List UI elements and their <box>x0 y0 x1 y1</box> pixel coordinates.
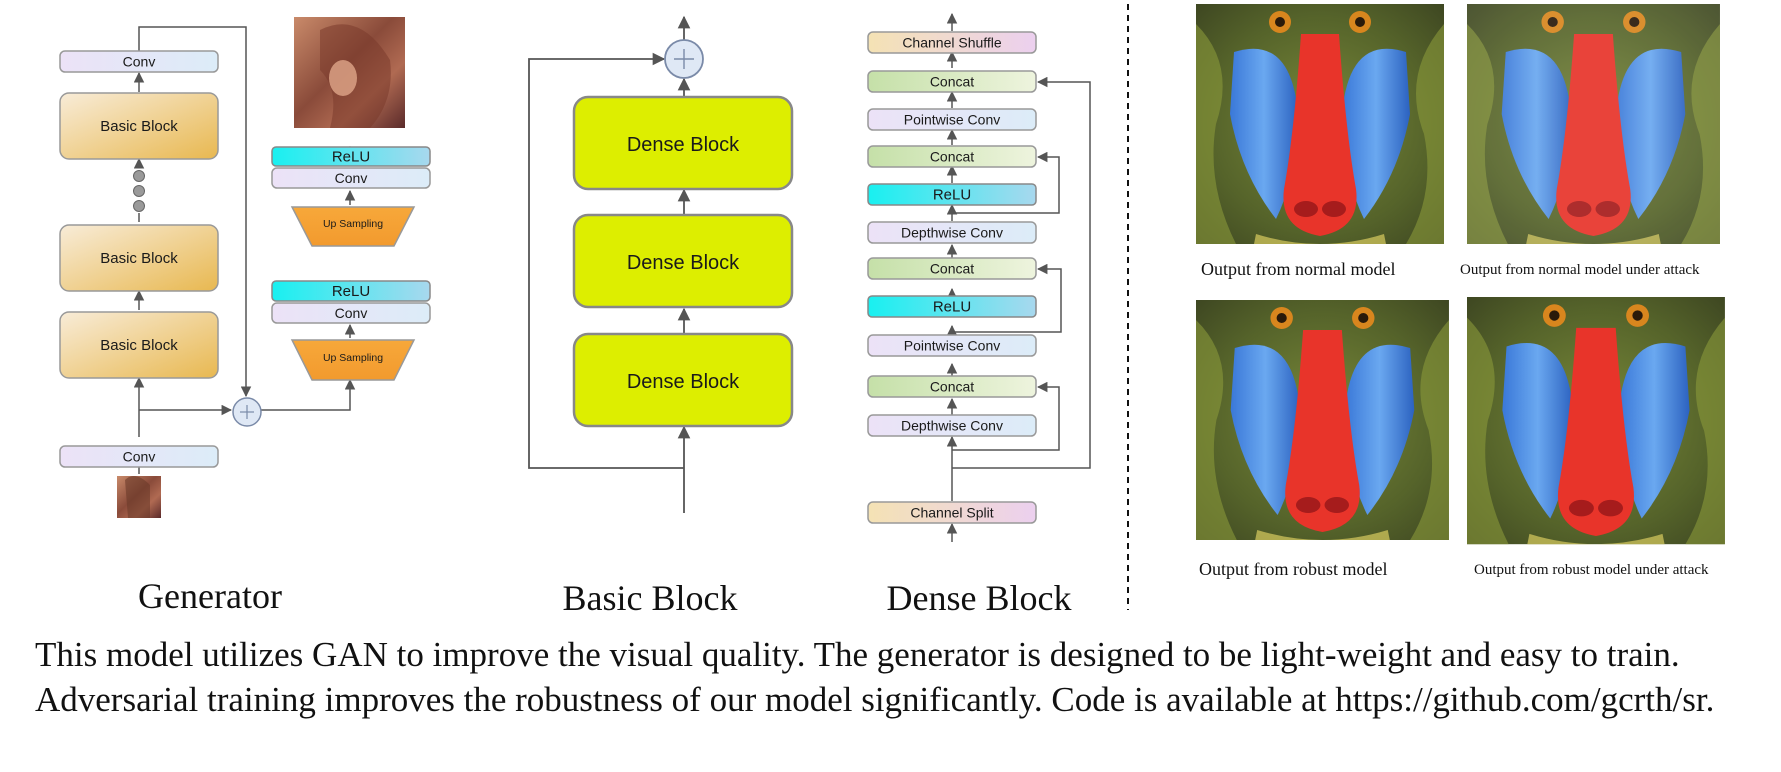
svg-text:ReLU: ReLU <box>332 149 370 166</box>
dense-concat: Concat <box>867 145 1037 168</box>
svg-text:Basic Block: Basic Block <box>100 250 178 267</box>
dense-channel-split: Channel Split <box>867 501 1037 524</box>
svg-text:Basic Block: Basic Block <box>100 118 178 135</box>
svg-text:Conv: Conv <box>123 449 156 465</box>
skip-connection <box>952 76 1091 469</box>
ellipsis-dots <box>133 170 145 212</box>
svg-text:Pointwise Conv: Pointwise Conv <box>904 112 1001 128</box>
skip-connection <box>952 381 1060 451</box>
gen-basic-block: Basic Block <box>59 224 219 292</box>
svg-text:Up Sampling: Up Sampling <box>323 218 383 230</box>
svg-text:Conv: Conv <box>335 170 368 186</box>
dense-relu: ReLU <box>867 295 1037 318</box>
svg-text:Basic Block: Basic Block <box>100 337 178 354</box>
dense-concat: Concat <box>867 257 1037 280</box>
svg-text:Concat: Concat <box>930 149 974 165</box>
svg-text:Depthwise Conv: Depthwise Conv <box>901 418 1003 434</box>
connector-arrow <box>261 378 356 411</box>
generator-panel: Conv Basic Block Basic Block Basic Block… <box>59 17 431 616</box>
skip-connection <box>952 151 1060 214</box>
skip-connection <box>138 26 252 398</box>
dense-concat: Concat <box>867 70 1037 93</box>
svg-text:ReLU: ReLU <box>933 187 971 204</box>
svg-text:Channel Split: Channel Split <box>910 505 993 521</box>
gen-relu: ReLU <box>271 280 431 302</box>
dense-block-title: Dense Block <box>887 578 1072 618</box>
adder-node <box>232 397 262 427</box>
gen-relu: ReLU <box>271 146 431 167</box>
svg-text:Depthwise Conv: Depthwise Conv <box>901 225 1003 241</box>
label-normal-output: Output from normal model <box>1201 259 1395 279</box>
dense-block-panel: Channel Shuffle Concat Pointwise Conv Co… <box>867 12 1091 618</box>
dense-channel-shuffle: Channel Shuffle <box>867 31 1037 54</box>
gen-basic-block: Basic Block <box>59 92 219 160</box>
gen-conv-top: Conv <box>59 50 219 73</box>
dense-block-box: Dense Block <box>572 332 794 428</box>
adder-node <box>664 39 704 79</box>
description-paragraph: This model utilizes GAN to improve the v… <box>35 635 1715 719</box>
svg-text:ReLU: ReLU <box>332 283 370 300</box>
svg-text:Pointwise Conv: Pointwise Conv <box>904 338 1001 354</box>
svg-text:Concat: Concat <box>930 379 974 395</box>
svg-text:Conv: Conv <box>335 305 368 321</box>
mandrill-image-robust-attack <box>1467 297 1725 545</box>
gen-conv: Conv <box>271 302 431 324</box>
dense-concat: Concat <box>867 375 1037 398</box>
svg-text:Concat: Concat <box>930 74 974 90</box>
svg-text:Up Sampling: Up Sampling <box>323 352 383 364</box>
gen-conv: Conv <box>271 167 431 189</box>
svg-text:Dense Block: Dense Block <box>627 371 740 393</box>
gen-conv-bottom: Conv <box>59 445 219 468</box>
output-image <box>294 17 405 128</box>
dense-relu: ReLU <box>867 183 1037 206</box>
results-panel: Output from normal model Output from nor… <box>1196 4 1725 579</box>
gen-up-sampling: Up Sampling <box>290 206 416 247</box>
svg-text:ReLU: ReLU <box>933 299 971 316</box>
basic-block-panel: Dense Block Dense Block Dense Block Basi… <box>528 15 794 618</box>
input-image <box>117 476 161 518</box>
dense-pointwise-conv: Pointwise Conv <box>867 108 1037 131</box>
skip-connection <box>952 263 1062 333</box>
mandrill-image-normal-attack <box>1467 4 1720 244</box>
svg-text:Dense Block: Dense Block <box>627 252 740 274</box>
label-robust-output: Output from robust model <box>1199 559 1387 579</box>
svg-text:Channel Shuffle: Channel Shuffle <box>902 35 1002 51</box>
svg-text:Conv: Conv <box>123 54 156 70</box>
mandrill-image-robust <box>1196 300 1449 540</box>
mandrill-image-normal <box>1196 4 1444 244</box>
skip-connection <box>528 52 684 469</box>
generator-title: Generator <box>138 576 282 616</box>
dense-block-box: Dense Block <box>572 95 794 191</box>
dense-depthwise-conv: Depthwise Conv <box>867 221 1037 244</box>
gen-up-sampling: Up Sampling <box>290 339 416 381</box>
svg-text:Dense Block: Dense Block <box>627 134 740 156</box>
dense-depthwise-conv: Depthwise Conv <box>867 414 1037 437</box>
dense-pointwise-conv: Pointwise Conv <box>867 334 1037 357</box>
architecture-diagram: Conv Basic Block Basic Block Basic Block… <box>59 4 1725 618</box>
label-robust-attack-output: Output from robust model under attack <box>1474 562 1709 578</box>
svg-text:Concat: Concat <box>930 261 974 277</box>
label-normal-attack-output: Output from normal model under attack <box>1460 262 1700 278</box>
dense-block-box: Dense Block <box>572 213 794 309</box>
basic-block-title: Basic Block <box>563 578 738 618</box>
gen-basic-block: Basic Block <box>59 311 219 379</box>
